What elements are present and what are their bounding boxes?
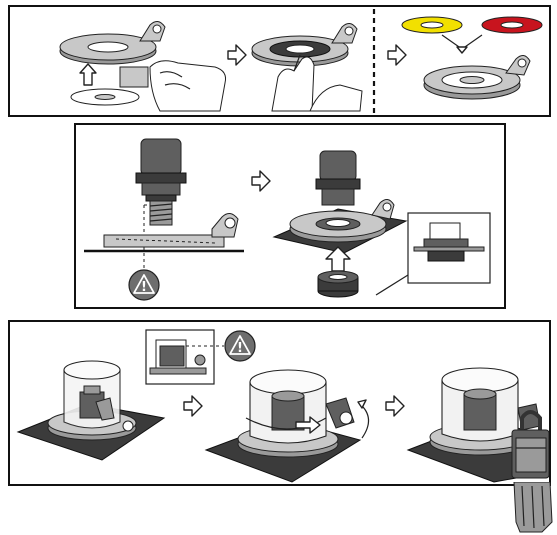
panel-1-illustration	[10, 7, 549, 115]
step-arrow-icon	[252, 171, 270, 191]
panel-2: !	[74, 123, 506, 309]
base-plate-step1	[60, 21, 165, 64]
step-arrow-icon	[386, 396, 404, 416]
transparent-cover-2	[246, 370, 369, 443]
locking-nut	[318, 271, 358, 297]
mounted-button	[274, 151, 406, 253]
base-plate-step3	[424, 55, 530, 99]
emergency-button	[136, 139, 186, 201]
step-arrow-icon	[388, 45, 406, 65]
threaded-screw	[150, 201, 172, 225]
yellow-ring	[402, 17, 462, 33]
caution-symbol: !	[141, 280, 147, 295]
white-disc	[71, 89, 139, 105]
caution-symbol: !	[237, 341, 243, 356]
padlock-body-icon	[512, 482, 554, 534]
panel-1	[8, 5, 551, 117]
panel-3: !	[8, 320, 551, 486]
warning-triangle-icon: !	[129, 270, 159, 300]
down-arrow-icon	[457, 47, 467, 53]
step-arrow-icon	[228, 45, 246, 65]
panel-2-illustration: !	[76, 125, 504, 307]
panel-3-illustration: !	[10, 322, 549, 484]
red-ring	[482, 17, 542, 33]
up-arrow-icon	[80, 64, 96, 85]
hand-step1	[120, 61, 226, 111]
warning-triangle-icon: !	[225, 331, 255, 361]
inset-detail	[146, 330, 224, 384]
step-arrow-icon	[184, 396, 202, 416]
